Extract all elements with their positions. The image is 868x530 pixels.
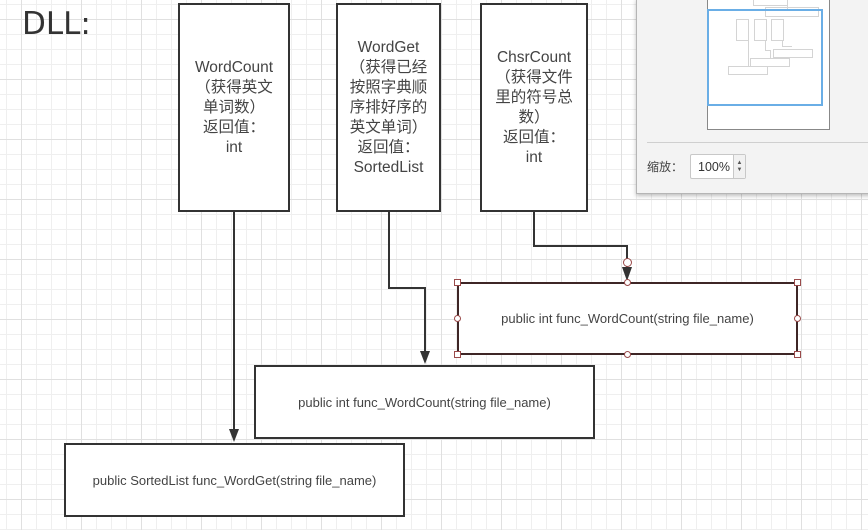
module-name: ChsrCount bbox=[496, 48, 572, 66]
function-label: public int func_WordCount(string file_na… bbox=[501, 311, 754, 326]
zoom-input[interactable]: 100% ▲ ▼ bbox=[690, 154, 746, 179]
module-description-line: 按照字典顺 bbox=[349, 78, 428, 96]
connector-wordget[interactable] bbox=[388, 211, 430, 364]
module-name: WordCount bbox=[194, 58, 274, 76]
navigator-panel: 缩放： 100% ▲ ▼ bbox=[636, 0, 868, 194]
resize-handle-bottom-left[interactable] bbox=[454, 351, 461, 358]
minimap-viewport[interactable] bbox=[707, 9, 823, 106]
connection-point-top[interactable] bbox=[624, 279, 631, 286]
module-description-line: SortedList bbox=[353, 158, 424, 176]
panel-divider bbox=[647, 142, 868, 143]
resize-handle-bottom-right[interactable] bbox=[794, 351, 801, 358]
module-description-line: （获得英文 bbox=[195, 78, 273, 96]
function-box-wordget[interactable]: public SortedList func_WordGet(string fi… bbox=[64, 443, 405, 517]
diagram-title: DLL: bbox=[22, 6, 91, 42]
module-description-line: 英文单词） bbox=[349, 118, 428, 136]
module-description-line: int bbox=[225, 138, 243, 156]
module-description-line: 数） bbox=[518, 108, 550, 126]
module-description-line: （获得已经 bbox=[349, 58, 428, 76]
connector-chsrcount[interactable] bbox=[533, 211, 632, 281]
module-description-line: 返回值： bbox=[502, 128, 565, 146]
connection-point-bottom[interactable] bbox=[624, 351, 631, 358]
zoom-value[interactable]: 100% bbox=[698, 159, 730, 174]
zoom-up-icon[interactable]: ▲ bbox=[736, 159, 743, 166]
resize-handle-top-left[interactable] bbox=[454, 279, 461, 286]
function-box-wordcount[interactable]: public int func_WordCount(string file_na… bbox=[254, 365, 595, 439]
module-box-chsrcount[interactable]: ChsrCount （获得文件里的符号总数） 返回值： int bbox=[480, 3, 588, 212]
module-description-line: 单词数） bbox=[202, 98, 265, 116]
module-description-line: 返回值： bbox=[357, 138, 420, 156]
function-label: public SortedList func_WordGet(string fi… bbox=[92, 472, 377, 488]
module-description-line: （获得文件 bbox=[495, 68, 573, 86]
module-description-line: 里的符号总 bbox=[495, 88, 573, 106]
connector-wordcount[interactable] bbox=[229, 211, 239, 442]
zoom-stepper[interactable]: ▲ ▼ bbox=[733, 155, 745, 178]
module-description-line: 返回值： bbox=[202, 118, 265, 136]
module-description-line: int bbox=[525, 148, 543, 166]
zoom-down-icon[interactable]: ▼ bbox=[736, 166, 743, 173]
connection-point-left[interactable] bbox=[454, 315, 461, 322]
connector-endpoint-handle[interactable] bbox=[623, 258, 632, 267]
connection-point-right[interactable] bbox=[794, 315, 801, 322]
module-box-wordcount[interactable]: WordCount （获得英文单词数） 返回值： int bbox=[178, 3, 290, 212]
module-box-wordget[interactable]: WordGet （获得已经按照字典顺序排好序的英文单词） 返回值： SortedLis… bbox=[336, 3, 441, 212]
module-name: WordGet bbox=[357, 38, 420, 56]
function-label: public int func_WordCount(string file_na… bbox=[298, 394, 551, 410]
module-description-line: 序排好序的 bbox=[349, 98, 428, 116]
function-box-chsrcount[interactable]: public int func_WordCount(string file_na… bbox=[457, 282, 798, 355]
minimap[interactable] bbox=[707, 0, 830, 130]
resize-handle-top-right[interactable] bbox=[794, 279, 801, 286]
zoom-label: 缩放： bbox=[647, 160, 684, 174]
